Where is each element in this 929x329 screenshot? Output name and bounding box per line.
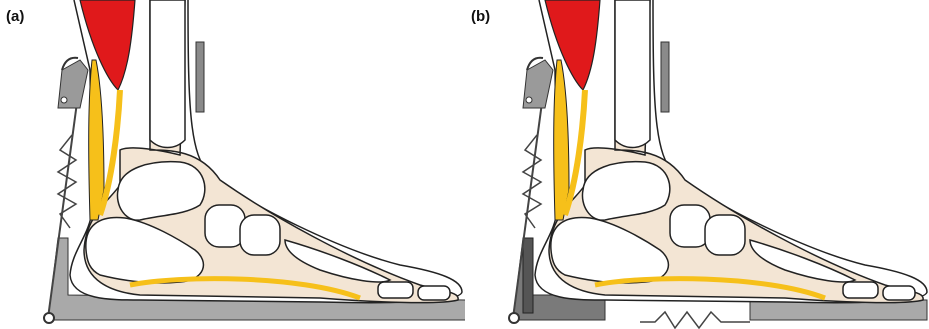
shin-pad [196,42,204,112]
tarsal-2 [240,215,280,255]
phalanx-1 [843,282,878,298]
ankle-hinge [509,313,519,323]
tibia [615,0,650,148]
phalanx-2 [883,286,915,300]
tarsal-1 [670,205,710,247]
tibia [150,0,185,148]
tarsal-1 [205,205,245,247]
foot-diagram-b [465,0,929,329]
ankle-hinge [44,313,54,323]
orthosis-heel-plate [523,238,533,313]
cuff-hinge [526,97,532,103]
cuff-hinge [61,97,67,103]
tarsal-2 [705,215,745,255]
phalanx-1 [378,282,413,298]
base-spring [640,312,750,328]
phalanx-2 [418,286,450,300]
foot-diagram-a [0,0,465,329]
shin-pad [661,42,669,112]
